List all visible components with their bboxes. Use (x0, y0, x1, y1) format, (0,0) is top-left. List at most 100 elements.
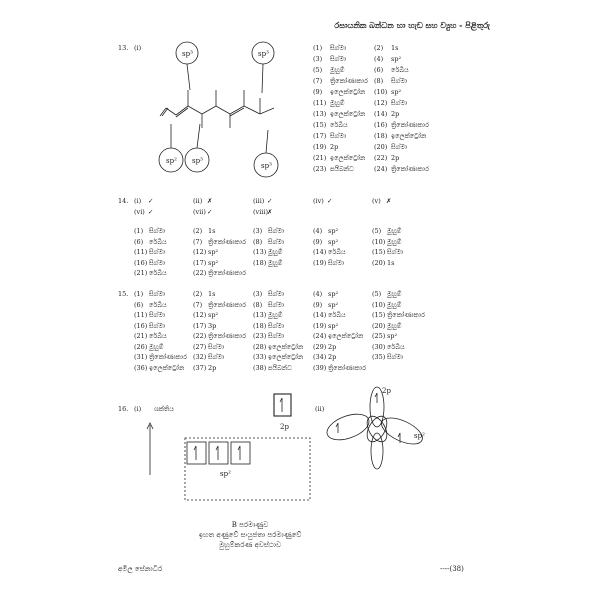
mark-symbol: ✓ (148, 208, 154, 216)
answer-number: (24) (313, 332, 327, 340)
answer-number: (3) (253, 290, 263, 298)
answer-text: සිග්මා (387, 248, 404, 256)
answer-text: සිග්මා (328, 258, 345, 267)
answer-number: (9) (313, 237, 323, 246)
answer-text: සිග්මා (391, 143, 408, 151)
answer-number: (16) (134, 258, 148, 267)
orbital-2p-label: 2p (382, 387, 391, 395)
answer-text: මුහුම් (268, 258, 283, 267)
mark-symbol: ✗ (386, 197, 392, 205)
answer-number: (12) (193, 311, 207, 319)
answer-text: සිග්මා (149, 290, 166, 298)
answer-number: (4) (374, 55, 384, 63)
answer-text: සිග්මා (391, 99, 408, 107)
answer-number: (22) (193, 332, 207, 340)
answer-number: (2) (193, 227, 203, 235)
answer-number: (7) (193, 237, 203, 246)
footer-author: අමිල සේනාධීර (118, 565, 163, 573)
answer-number: (8) (253, 237, 263, 246)
q14-number: 14. (118, 197, 129, 205)
mark-label: (iii) (253, 197, 265, 205)
answer-number: (20) (372, 258, 386, 267)
mark-label: (v) (372, 197, 381, 205)
answer-number: (38) (253, 363, 267, 372)
answer-text: ත්‍රිකෝණාකාර (328, 363, 366, 372)
answer-number: (34) (313, 353, 327, 361)
answer-number: (29) (313, 342, 327, 351)
answer-number: (18) (374, 132, 388, 140)
answer-number: (15) (313, 121, 327, 129)
answer-text: ත්‍රිකෝණාකාර (391, 121, 429, 129)
hybrid-label-sp3b: sp³ (258, 50, 269, 58)
answer-number: (2) (193, 290, 203, 298)
answer-text: මුහුම් (330, 99, 345, 107)
answer-text: 2p (328, 342, 337, 351)
answer-number: (17) (193, 321, 207, 330)
answer-text: මුහුම් (330, 66, 345, 74)
answer-text: ඉලෙක්ට්‍රෝන (391, 132, 427, 140)
energy-label: ශක්තිය (154, 405, 174, 413)
answer-number: (28) (253, 342, 267, 351)
answer-text: 2p (391, 154, 400, 162)
hybrid-label-sp3a: sp³ (182, 50, 193, 58)
answer-text: ඉලෙක්ට්‍රෝන (268, 342, 304, 351)
answer-number: (26) (134, 342, 148, 351)
orbital-box-diagram: sp² 2p (146, 393, 311, 501)
q16-number: 16. (118, 405, 129, 413)
answer-number: (16) (374, 121, 388, 129)
answer-number: (11) (134, 248, 148, 256)
answer-text: sp² (208, 311, 219, 319)
answer-text: සිග්මා (391, 77, 408, 85)
answer-number: (13) (253, 311, 267, 319)
answer-text: sp² (328, 321, 339, 330)
answer-number: (22) (374, 154, 388, 162)
answer-text: සිග්මා (149, 321, 166, 330)
answer-text: 1s (208, 227, 216, 235)
sp2-label: sp² (220, 470, 231, 478)
answer-text: සිග්මා (330, 132, 347, 140)
answer-number: (4) (313, 290, 323, 298)
answer-number: (30) (372, 342, 386, 351)
answer-number: (5) (313, 66, 323, 74)
answer-text: 2p (208, 363, 217, 372)
answer-number: (21) (134, 332, 148, 340)
answer-number: (24) (374, 165, 388, 173)
q16-sub-ii: (ii) (315, 405, 325, 413)
answer-text: පයිබන්ධ (330, 165, 354, 173)
2p-label: 2p (280, 423, 289, 431)
answer-number: (6) (134, 300, 144, 309)
hybrid-label-sp3c: sp³ (192, 157, 203, 165)
answer-number: (39) (313, 363, 327, 372)
page-header: රසායනික බන්ධන හා හැඩ සහ ව්‍යුහ - පිළිතුර… (334, 20, 490, 30)
mark-label: (vii) (193, 208, 206, 216)
mark-label: (vi) (134, 208, 145, 216)
answer-text: මුහුම් (387, 290, 402, 298)
answer-number: (3) (253, 227, 263, 235)
mark-symbol: ✓ (327, 197, 333, 205)
answer-number: (2) (374, 44, 384, 52)
answer-number: (19) (313, 321, 327, 330)
caption-line-1: B පරමාණුව (231, 521, 269, 529)
answer-text: ඉලෙක්ට්‍රෝන (330, 154, 366, 162)
mark-label: (ii) (193, 197, 203, 205)
answer-text: ත්‍රිකෝණාකාර (391, 165, 429, 173)
answer-text: 3p (208, 321, 217, 330)
answer-number: (16) (134, 321, 148, 330)
answer-text: 1s (208, 290, 216, 298)
answer-number: (18) (253, 321, 267, 330)
q15-number: 15. (118, 290, 129, 298)
answer-number: (10) (372, 300, 386, 309)
answer-text: sp² (208, 248, 219, 256)
answer-text: සිග්මා (268, 237, 285, 246)
answer-text: රේඛීය (330, 121, 348, 129)
answer-text: sp² (208, 258, 219, 267)
answer-number: (17) (193, 258, 207, 267)
caption-line-2: ඉහත අණුවේ සංයුජතා පරමාණුවේ (198, 531, 302, 539)
answer-text: sp² (328, 237, 339, 246)
answer-number: (37) (193, 363, 207, 372)
answer-text: සිග්මා (149, 248, 166, 256)
answer-text: සිග්මා (208, 342, 225, 351)
answer-number: (19) (313, 143, 327, 151)
answer-number: (7) (193, 300, 203, 309)
answer-text: රේඛීය (149, 269, 167, 277)
